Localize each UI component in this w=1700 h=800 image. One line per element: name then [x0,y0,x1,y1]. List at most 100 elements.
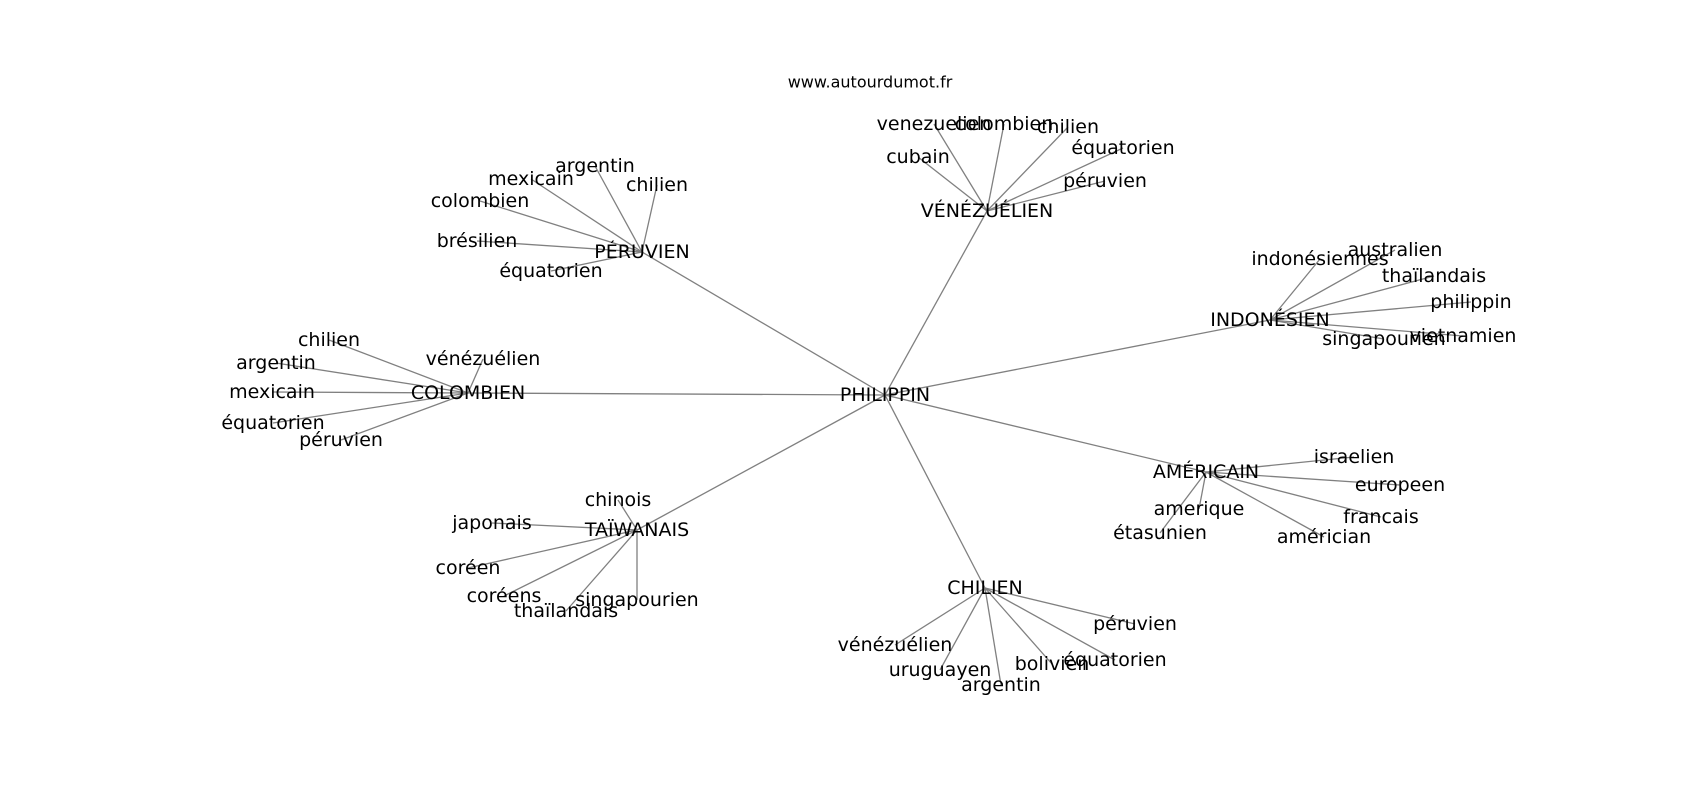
leaf-label: vénézuélien [426,348,541,370]
leaf-label: amerique [1154,498,1245,520]
edge-colombien-3 [271,391,469,394]
center-label: PHILIPPIN [840,384,930,406]
leaf-label: venezuelien [877,113,992,135]
leaf-label: chinois [585,489,652,511]
leaf-label: singapourien [575,589,698,611]
leaf-label: israelien [1314,446,1395,468]
edge-center-americain [884,394,1207,473]
edge-indonesien-5 [1269,319,1464,337]
leaf-label: équatorien [221,412,324,434]
leaf-label: bolivien [1015,653,1090,675]
leaf-label: uruguayen [889,659,992,681]
edge-americain-5 [1205,471,1325,538]
edge-americain-4 [1159,471,1207,534]
edge-indonesien-4 [1269,319,1385,340]
edge-venezuelien-2 [986,126,1069,212]
leaf-label: thaïlandais [1382,265,1486,287]
edge-indonesien-3 [1269,301,1472,321]
edge-center-venezuelien [884,210,988,396]
leaf-label: vénézuélien [838,634,953,656]
hub-label-taiwanais: TAÏWANAIS [584,518,689,541]
leaf-label: équatorien [1063,649,1166,671]
edge-peruvien-5 [550,251,643,272]
edge-indonesien-0 [1269,258,1321,321]
edge-colombien-2 [467,358,484,394]
edge-chilien-2 [984,587,1116,661]
edge-chilien-5 [984,587,1002,686]
leaf-label: coréen [436,557,501,579]
edge-chilien-3 [984,587,1053,665]
leaf-label: mexicain [488,168,574,190]
edge-colombien-4 [272,392,469,424]
leaf-label: américian [1277,526,1371,548]
edges [271,123,1472,686]
edge-taiwanais-5 [565,529,638,612]
edge-center-peruvien [641,251,886,396]
edge-taiwanais-3 [503,529,638,597]
leaf-label: philippin [1430,291,1511,313]
edge-peruvien-2 [641,184,658,253]
leaf-label: péruvien [1063,170,1147,192]
leaf-label: coréens [467,585,542,607]
leaf-label: chilien [626,174,688,196]
leaf-label: europeen [1355,474,1445,496]
leaf-label: argentin [236,352,316,374]
leaf-label: indonésiennes [1251,248,1388,270]
leaf-label: vietnamien [1410,325,1517,347]
edge-colombien-5 [340,392,469,441]
hub-label-peruvien: PÉRUVIEN [594,240,689,263]
edge-venezuelien-1 [986,123,1005,212]
edge-venezuelien-3 [917,156,988,212]
hub-label-venezuelien: VÉNÉZUÉLIEN [921,199,1054,222]
edge-americain-3 [1205,471,1382,518]
leaf-label: colombien [431,190,530,212]
edge-center-taiwanais [636,394,886,531]
hub-label-chilien: CHILIEN [947,577,1023,599]
edge-peruvien-1 [530,178,643,253]
leaf-label: argentin [555,155,635,177]
leaf-label: cubain [886,146,950,168]
leaf-label: japonais [451,512,531,534]
edge-venezuelien-5 [986,180,1106,212]
leaf-label: argentin [961,674,1041,696]
leaf-label: péruvien [1093,613,1177,635]
edge-americain-1 [1205,471,1401,486]
edge-center-indonesien [884,319,1271,396]
edge-americain-0 [1205,456,1355,473]
leaf-label: péruvien [299,429,383,451]
leaf-label: francais [1343,506,1418,528]
edge-americain-2 [1198,471,1207,510]
edge-taiwanais-1 [491,522,638,531]
hub-label-indonesien: INDONÉSIEN [1210,308,1330,331]
edge-chilien-1 [894,587,986,646]
edge-peruvien-3 [479,200,643,253]
edge-colombien-0 [328,339,469,394]
leaf-label: australien [1348,239,1443,261]
edge-indonesien-1 [1269,249,1396,321]
leaf-label: équatorien [1071,137,1174,159]
leaf-label: brésilien [437,230,518,252]
leaf-label: singapourien [1322,328,1445,350]
hub-label-americain: AMÉRICAIN [1153,460,1259,483]
leaf-label: thaïlandais [514,600,618,622]
source-label: www.autourdumot.fr [788,73,953,92]
edge-colombien-1 [275,362,469,394]
leaf-label: chilien [1037,116,1099,138]
edge-taiwanais-2 [467,529,638,569]
edge-chilien-4 [939,587,986,671]
leaf-label: mexicain [229,381,315,403]
leaf-label: colombien [955,113,1054,135]
edge-center-colombien [467,392,886,396]
edge-indonesien-2 [1269,275,1435,321]
edge-peruvien-4 [476,240,643,253]
edge-peruvien-0 [594,165,643,253]
leaf-label: équatorien [499,260,602,282]
leaf-label: étasunien [1113,522,1207,544]
edge-chilien-0 [984,587,1136,625]
edge-venezuelien-0 [933,123,988,212]
edge-venezuelien-4 [986,147,1124,212]
leaf-label: chilien [298,329,360,351]
hub-label-colombien: COLOMBIEN [411,382,525,404]
